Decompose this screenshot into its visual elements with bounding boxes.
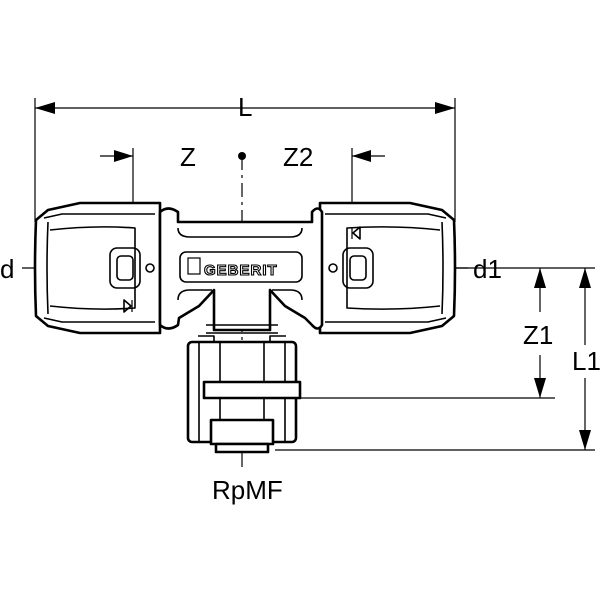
- label-Z1: Z1: [523, 320, 553, 350]
- right-socket: [318, 201, 457, 335]
- dimension-L: L: [34, 92, 456, 222]
- label-L: L: [238, 92, 252, 122]
- left-socket: [33, 201, 162, 335]
- logo-geberit: GEBERIT: [204, 262, 278, 279]
- dimension-Z: Z: [100, 142, 196, 262]
- threaded-branch: [186, 335, 302, 454]
- label-thread: RpMF: [212, 475, 283, 505]
- branch-neck: [206, 290, 278, 334]
- label-d: d: [0, 254, 14, 284]
- label-L1: L1: [572, 346, 600, 376]
- dimension-L1: L1: [275, 267, 600, 451]
- label-d1: d1: [473, 254, 502, 284]
- tee-body: GEBERIT: [158, 207, 324, 330]
- label-Z2: Z2: [283, 142, 313, 172]
- label-Z: Z: [180, 142, 196, 172]
- dimension-Z1: Z1: [300, 267, 555, 399]
